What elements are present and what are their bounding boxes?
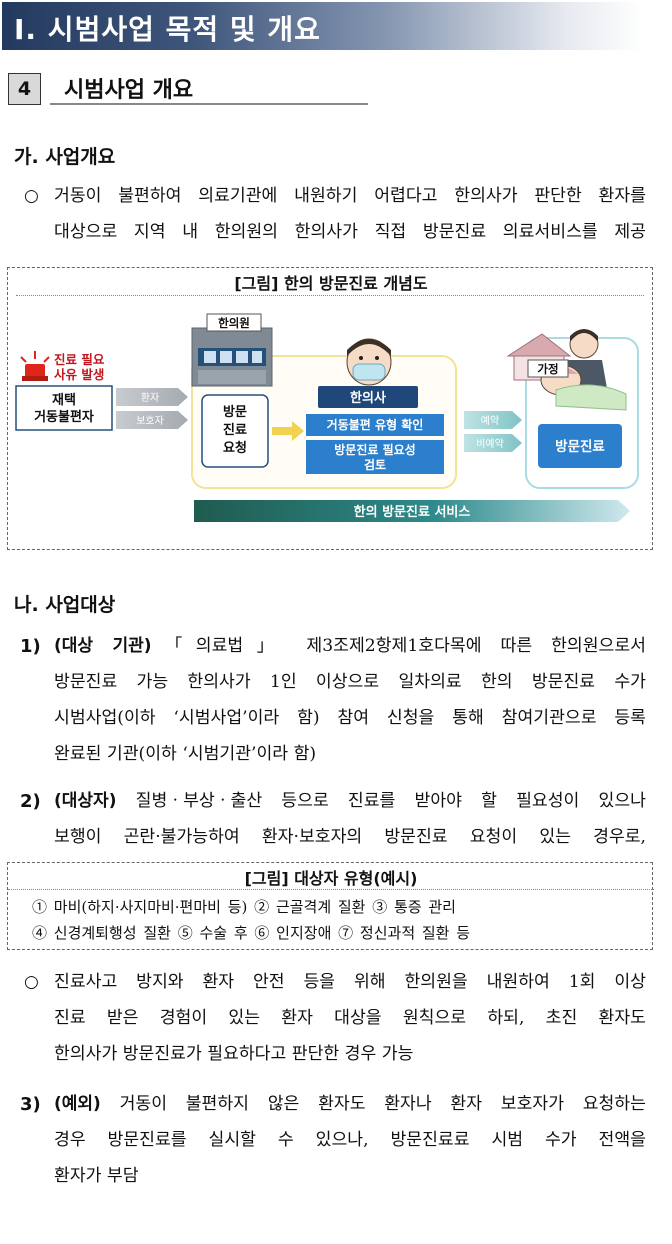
home-label: 가정 bbox=[537, 362, 558, 376]
text-line: (예외) 거동이 불편하지 않은 환자도 환자나 환자 보호자가 요청하는 bbox=[54, 1086, 646, 1122]
text-line: 경우 방문진료를 실시할 수 있으나, 방문진료료 시범 수가 전액을 bbox=[54, 1130, 646, 1150]
bullet-symbol: ○ bbox=[24, 186, 39, 206]
arrow-reserved bbox=[464, 411, 522, 429]
request-box bbox=[201, 394, 269, 468]
section-title: 시범사업 개요 bbox=[64, 78, 194, 103]
text-line: (대상자) 질병ㆍ부상ㆍ출산 등으로 진료를 받아야 할 필요성이 있으나 bbox=[54, 783, 646, 819]
caption-divider bbox=[8, 889, 654, 890]
arrow-patient-label: 환자 bbox=[141, 392, 159, 404]
step2-box bbox=[306, 440, 444, 474]
service-bar bbox=[194, 500, 630, 522]
item-number: 1) bbox=[20, 636, 41, 657]
clinic-label-box bbox=[206, 313, 262, 332]
visit-box bbox=[538, 424, 622, 468]
item-number: 3) bbox=[20, 1094, 41, 1115]
arrow-request-to-doctor bbox=[272, 421, 304, 441]
item-label: (예외) bbox=[54, 1094, 101, 1114]
arrow-unreserved-label: 비예약 bbox=[476, 438, 504, 450]
step2-line-2: 검토 bbox=[364, 457, 386, 472]
doctor-label-box bbox=[318, 386, 418, 408]
text-segment: 거동이 불편하지 않은 환자도 환자나 환자 보호자가 요청하는 bbox=[119, 1094, 646, 1114]
bullet-symbol: ○ bbox=[24, 972, 39, 992]
target-institution-paragraph: (대상 기관)「의료법」 제3조제2항제1호다목에 따른 한의원으로서 방문진료… bbox=[54, 628, 646, 772]
text-line: 환자가 부담 bbox=[54, 1166, 139, 1186]
patient-box bbox=[15, 385, 113, 431]
doctor-label: 한의사 bbox=[350, 390, 386, 406]
text-line: (대상 기관)「의료법」 제3조제2항제1호다목에 따른 한의원으로서 bbox=[54, 628, 646, 664]
item-label: (대상 기관) bbox=[54, 636, 152, 656]
text-line: 완료된 기관(이하 ‘시범기관’이라 함) bbox=[54, 744, 317, 764]
arrow-unreserved bbox=[464, 434, 522, 452]
clinic-building-icon bbox=[191, 327, 273, 387]
request-line-1: 방문 bbox=[223, 404, 247, 420]
alert-line-1: 진료 필요 bbox=[54, 352, 105, 367]
clinic-label: 한의원 bbox=[218, 316, 250, 330]
text-line: 거동이 불편하여 의료기관에 내원하기 어렵다고 한의사가 판단한 환자를 bbox=[54, 186, 646, 206]
text-line: 대상으로 지역 내 한의원의 한의사가 직접 방문진료 의료서비스를 제공 bbox=[54, 222, 646, 242]
step2-line-1: 방문진료 필요성 bbox=[334, 442, 415, 457]
figure-home-visit-concept: [그림] 한의 방문진료 개념도 진료 필요 bbox=[7, 267, 653, 550]
text-line: 한의사가 방문진료가 필요하다고 판단한 경우 가능 bbox=[54, 1044, 414, 1064]
arrow-guardian bbox=[116, 411, 188, 429]
text-segment: 「의료법」 제3조제2항제1호다목에 따른 한의원으로서 bbox=[151, 636, 646, 656]
text-segment: 질병ㆍ부상ㆍ출산 등으로 진료를 받아야 할 필요성이 있으나 bbox=[135, 791, 646, 811]
target-person-paragraph: (대상자) 질병ㆍ부상ㆍ출산 등으로 진료를 받아야 할 필요성이 있으나 보행… bbox=[54, 783, 646, 855]
text-line: 진료사고 방지와 환자 안전 등을 위해 한의원을 내원하여 1회 이상 bbox=[54, 972, 646, 992]
item-number: 2) bbox=[20, 791, 41, 812]
visit-label: 방문진료 bbox=[555, 438, 605, 455]
text-line: 보행이 곤란·불가능하여 환자·보호자의 방문진료 요청이 있는 경우로, bbox=[54, 827, 646, 847]
arrow-patient bbox=[116, 388, 188, 406]
step1-text: 거동불편 유형 확인 bbox=[327, 417, 424, 432]
text-line: 진료 받은 경험이 있는 환자 대상을 원칙으로 하되, 초진 환자도 bbox=[54, 1008, 646, 1028]
text-line: 방문진료 가능 한의사가 1인 이상으로 일차의료 한의 방문진료 수가 bbox=[54, 672, 646, 692]
doctor-icon bbox=[346, 338, 392, 386]
figure-caption: [그림] 대상자 유형(예시) bbox=[244, 869, 418, 888]
patient-condition-paragraph: 진료사고 방지와 환자 안전 등을 위해 한의원을 내원하여 1회 이상 진료 … bbox=[54, 964, 646, 1072]
heading-business-overview: 가. 사업개요 bbox=[14, 146, 116, 168]
patient-line-2: 거동불편자 bbox=[34, 409, 94, 425]
siren-icon bbox=[20, 351, 50, 381]
chapter-banner: Ⅰ. 시범사업 목적 및 개요 bbox=[2, 2, 642, 50]
target-type-row: ① 마비(하지·사지마비·편마비 등) ② 근골격계 질환 ③ 통증 관리 bbox=[32, 898, 456, 916]
step1-box bbox=[306, 414, 444, 436]
caption-divider bbox=[16, 295, 644, 296]
text-line: 시범사업(이하 ‘시범사업’이라 함) 참여 신청을 통해 참여기관으로 등록 bbox=[54, 708, 646, 728]
section-number-box: 4 bbox=[8, 73, 41, 105]
patient-line-1: 재택 bbox=[52, 392, 76, 408]
home-label-box bbox=[527, 359, 569, 378]
overview-paragraph: 거동이 불편하여 의료기관에 내원하기 어렵다고 한의사가 판단한 환자를 대상… bbox=[54, 178, 646, 250]
concept-diagram: 진료 필요 사유 발생 재택 거동불편자 환자 보호자 한의원 방문 진료 요청 bbox=[15, 313, 639, 522]
alert-line-2: 사유 발생 bbox=[54, 367, 104, 382]
figure-target-types: [그림] 대상자 유형(예시) ① 마비(하지·사지마비·편마비 등) ② 근골… bbox=[7, 862, 654, 950]
heading-business-target: 나. 사업대상 bbox=[14, 594, 116, 616]
arrow-guardian-label: 보호자 bbox=[136, 415, 164, 427]
service-bar-label: 한의 방문진료 서비스 bbox=[354, 504, 471, 520]
arrow-reserved-label: 예약 bbox=[481, 415, 499, 427]
target-type-row: ④ 신경계퇴행성 질환 ⑤ 수술 후 ⑥ 인지장애 ⑦ 정신과적 질환 등 bbox=[32, 924, 471, 942]
figure-caption: [그림] 한의 방문진료 개념도 bbox=[234, 274, 428, 293]
section-underline bbox=[50, 103, 368, 105]
request-line-2: 진료 bbox=[223, 422, 247, 438]
exception-paragraph: (예외) 거동이 불편하지 않은 환자도 환자나 환자 보호자가 요청하는 경우… bbox=[54, 1086, 646, 1194]
chapter-title: Ⅰ. 시범사업 목적 및 개요 bbox=[14, 13, 321, 46]
request-line-3: 요청 bbox=[223, 440, 247, 456]
item-label: (대상자) bbox=[54, 791, 117, 811]
